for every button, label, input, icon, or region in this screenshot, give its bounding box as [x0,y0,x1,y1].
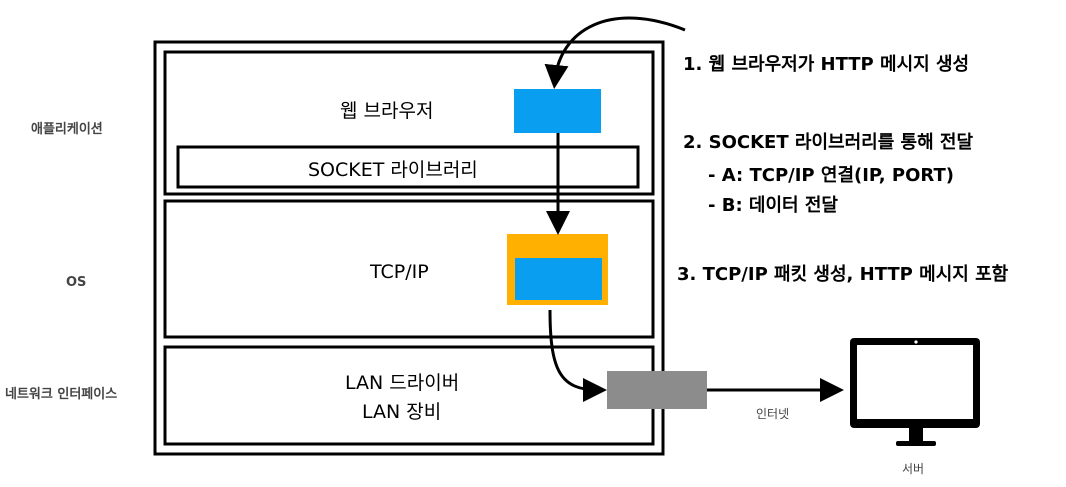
network-interface-layer-label: 네트워크 인터페이스 [5,387,118,402]
step-2-text: 2. SOCKET 라이브러리를 통해 전달 [683,132,974,153]
internet-label: 인터넷 [756,407,790,421]
web-browser-label: 웹 브라우저 [340,100,434,122]
lan-driver-label: LAN 드라이버 [345,372,460,394]
application-layer-box [163,50,655,196]
network-interface-layer-box [163,345,655,446]
monitor-icon [850,338,980,446]
step-1-text: 1. 웹 브라우저가 HTTP 메시지 생성 [683,54,970,75]
step-2b-text: - B: 데이터 전달 [708,195,838,216]
stack-frame [153,40,665,456]
lan-device-label: LAN 장비 [362,401,442,423]
socket-library-label: SOCKET 라이브러리 [308,159,478,181]
step-3-text: 3. TCP/IP 패킷 생성, HTTP 메시지 포함 [677,264,1009,285]
os-layer-label: OS [66,275,87,290]
application-layer-label: 애플리케이션 [31,122,103,137]
socket-library-box [176,145,640,189]
tcpip-label: TCP/IP [370,261,429,283]
os-layer-box [163,199,655,339]
step-2a-text: - A: TCP/IP 연결(IP, PORT) [708,165,954,186]
server-label: 서버 [902,462,925,476]
arrow-step1 [544,16,686,89]
http-message-block [514,89,601,133]
embedded-http-message-block [515,258,602,300]
arrow-step3 [548,309,607,402]
nic-block [607,371,707,409]
